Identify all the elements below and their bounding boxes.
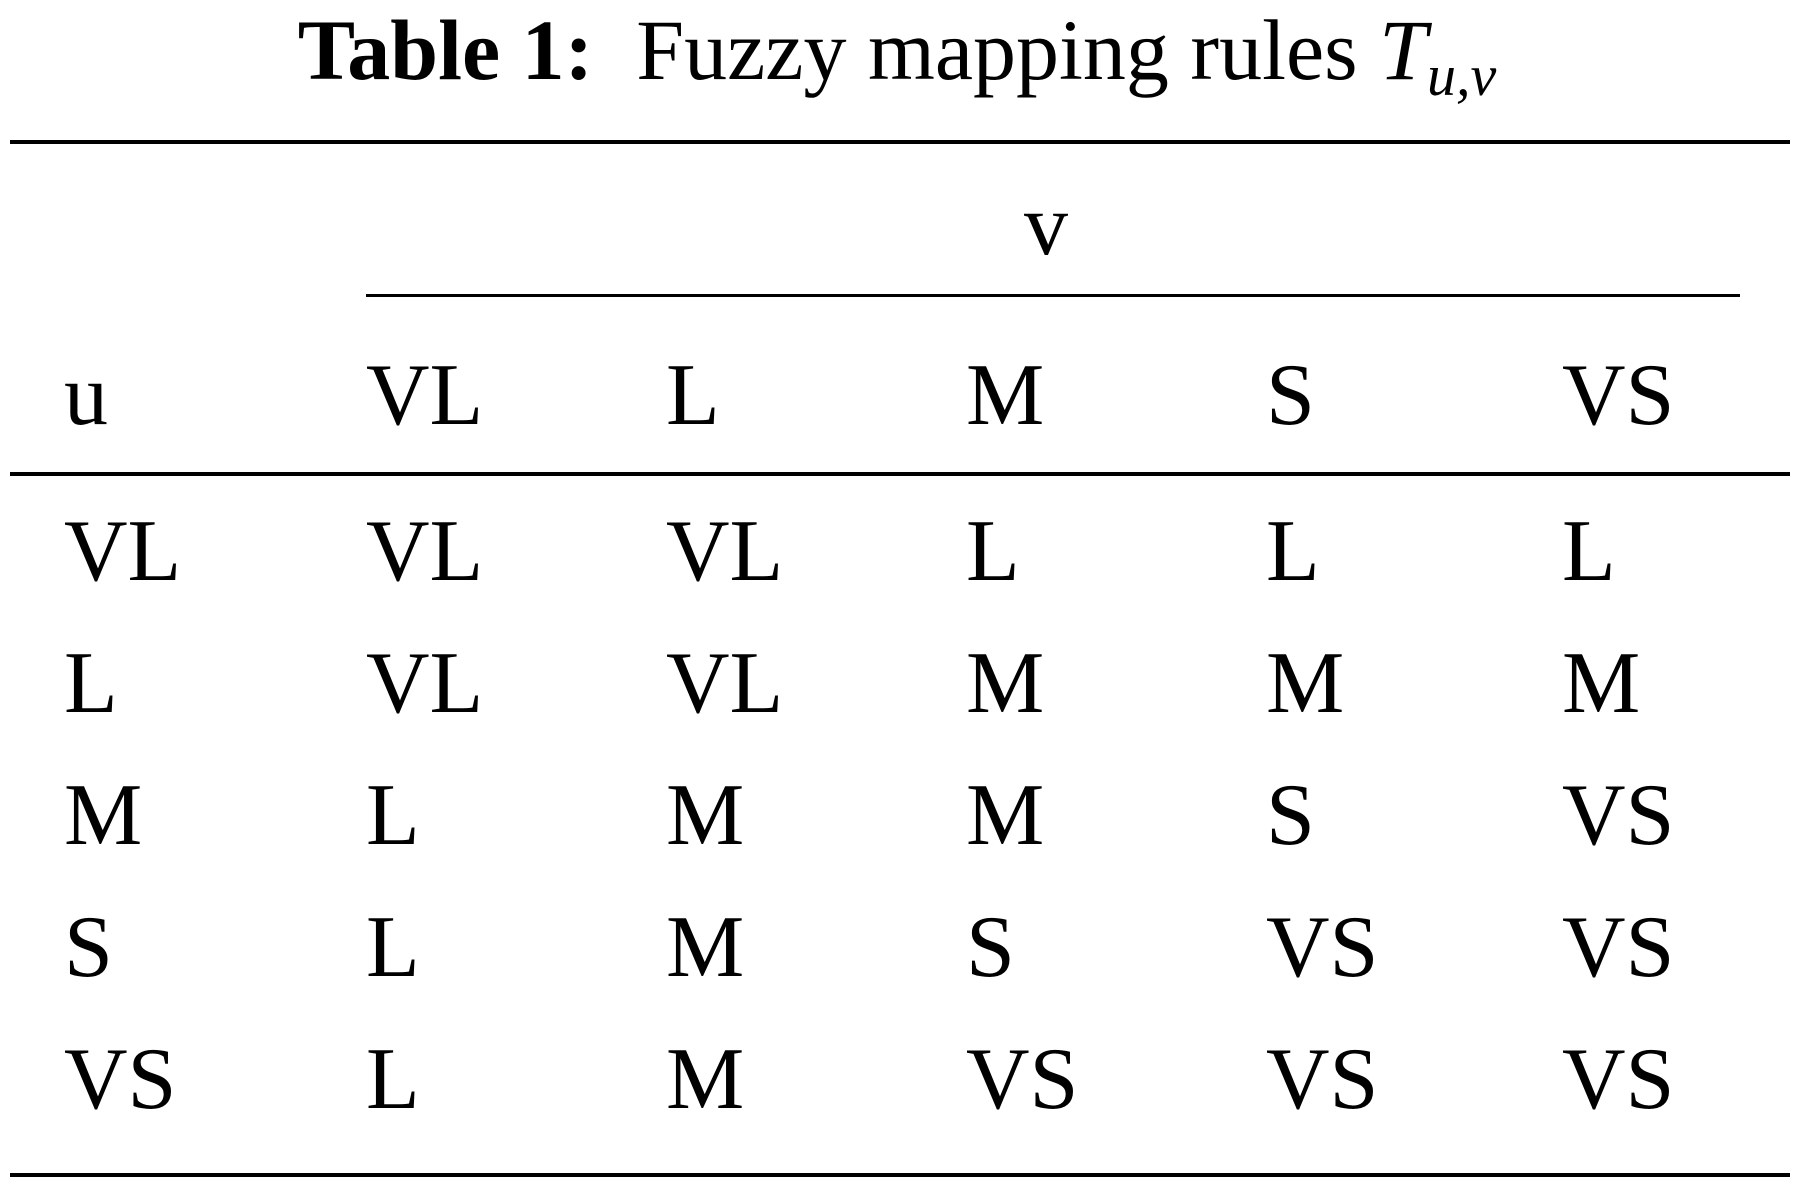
table-cell: VS (1266, 899, 1379, 996)
row-label: S (64, 899, 113, 996)
table-cell: L (966, 503, 1020, 600)
caption-text: Fuzzy mapping rules (636, 2, 1358, 98)
caption-symbol: T (1379, 2, 1427, 98)
top-rule (10, 140, 1790, 144)
column-header: VS (1562, 347, 1675, 444)
row-label: L (64, 635, 118, 732)
table-cell: VL (366, 503, 484, 600)
table-cell: L (1266, 503, 1320, 600)
table-cell: L (1562, 503, 1616, 600)
table-cell: VS (1562, 767, 1675, 864)
table-cell: S (1266, 767, 1315, 864)
row-label: VL (64, 503, 182, 600)
column-header: S (1266, 347, 1315, 444)
table-cell: VS (966, 1031, 1079, 1128)
row-header: u (64, 347, 108, 444)
table-cell: VL (366, 635, 484, 732)
table-cell: M (1266, 635, 1345, 732)
caption-subscript: u,v (1426, 43, 1497, 108)
table-caption: Table 1: Fuzzy mapping rules Tu,v (0, 0, 1794, 110)
bottom-rule (10, 1173, 1790, 1177)
column-header: M (966, 347, 1045, 444)
table-cell: VL (666, 635, 784, 732)
table-cell: VS (1266, 1031, 1379, 1128)
table-cell: S (966, 899, 1015, 996)
table-cell: L (366, 1031, 420, 1128)
row-label: M (64, 767, 143, 864)
table-cell: M (1562, 635, 1641, 732)
column-group-header: v (1024, 177, 1068, 274)
table-cell: VS (1562, 1031, 1675, 1128)
column-header: L (666, 347, 720, 444)
table-cell: M (666, 899, 745, 996)
header-rule (10, 472, 1790, 476)
table-cell: M (966, 635, 1045, 732)
table-cell: L (366, 767, 420, 864)
column-header: VL (366, 347, 484, 444)
table-cell: M (666, 1031, 745, 1128)
table-cell: M (666, 767, 745, 864)
row-label: VS (64, 1031, 177, 1128)
table-cell: M (966, 767, 1045, 864)
column-group-rule (366, 294, 1740, 297)
table-cell: VL (666, 503, 784, 600)
table-cell: L (366, 899, 420, 996)
caption-label: Table 1: (297, 2, 594, 98)
table-cell: VS (1562, 899, 1675, 996)
